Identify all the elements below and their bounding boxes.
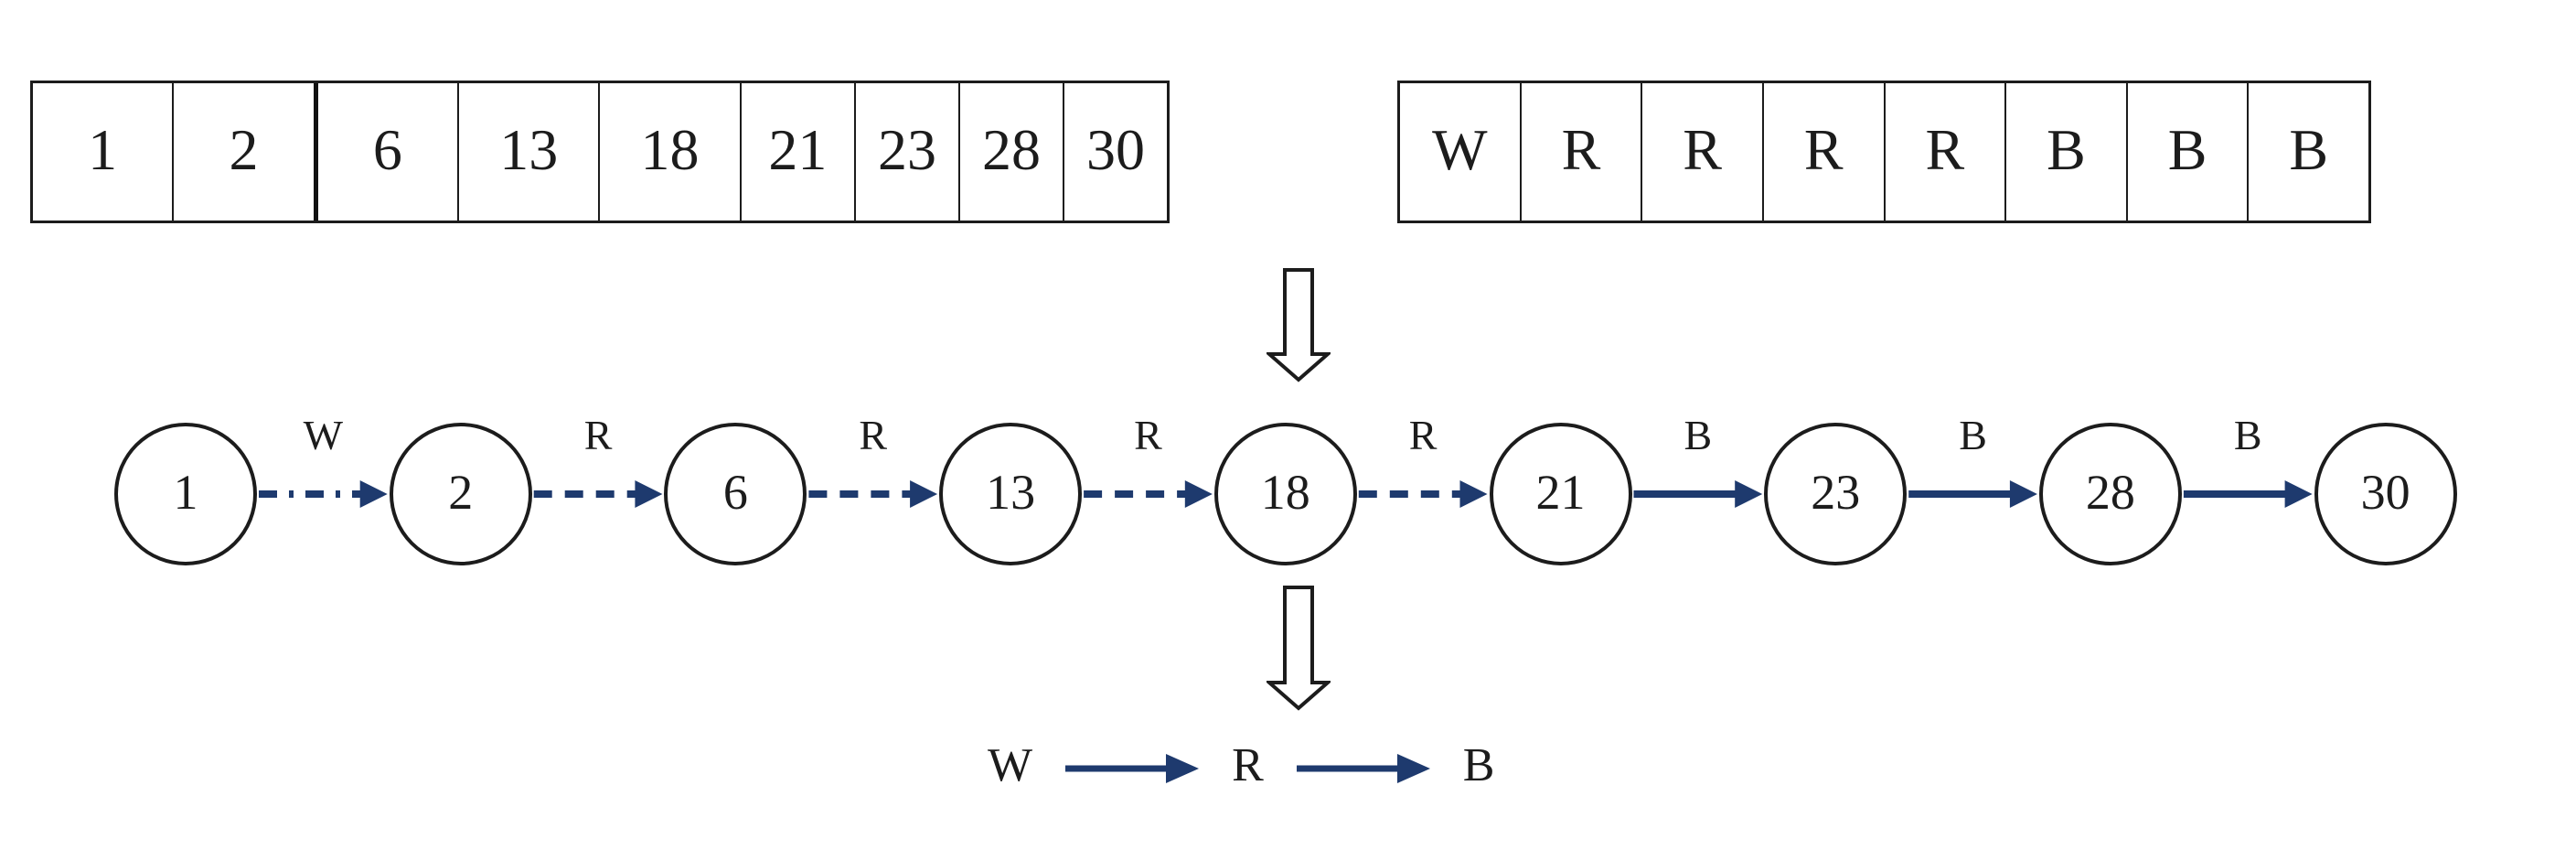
edge-arrowhead-icon bbox=[1459, 480, 1488, 508]
edge-arrowhead-icon bbox=[2284, 480, 2313, 508]
list-node-value: 1 bbox=[173, 465, 198, 520]
list-node: 2 bbox=[389, 423, 532, 565]
edge-arrowhead-icon bbox=[2009, 480, 2037, 508]
array-cell: B bbox=[2125, 83, 2248, 221]
list-node: 30 bbox=[2314, 423, 2457, 565]
list-node: 23 bbox=[1764, 423, 1908, 565]
array-cell: R bbox=[1519, 83, 1641, 221]
legend-arrow-icon bbox=[1065, 754, 1200, 783]
list-node-value: 2 bbox=[448, 465, 474, 520]
list-node-value: 21 bbox=[1535, 465, 1586, 520]
array-cell: 1 bbox=[88, 117, 118, 182]
array-cell: R bbox=[1883, 83, 2005, 221]
list-node: 18 bbox=[1213, 423, 1357, 565]
list-node-value: 18 bbox=[1260, 465, 1310, 520]
edge-arrowhead-icon bbox=[1184, 480, 1213, 508]
legend-letter: W bbox=[988, 739, 1033, 791]
edge-arrowhead-icon bbox=[910, 480, 938, 508]
array-cell: B bbox=[2004, 83, 2126, 221]
list-node: 1 bbox=[114, 423, 257, 565]
array-cell: 21 bbox=[739, 83, 854, 221]
list-node-value: 6 bbox=[722, 465, 748, 520]
array-cell: 28 bbox=[957, 83, 1063, 221]
array-cell: R bbox=[1641, 83, 1762, 221]
down-block-arrow-icon bbox=[1267, 268, 1331, 382]
legend-letter: R bbox=[1232, 739, 1264, 791]
array-cell: W bbox=[1432, 117, 1488, 182]
list-node-value: 30 bbox=[2360, 465, 2410, 520]
list-node: 28 bbox=[2038, 423, 2182, 565]
list-node: 13 bbox=[939, 423, 1083, 565]
list-node-value: 28 bbox=[2085, 465, 2135, 520]
list-node: 21 bbox=[1489, 423, 1632, 565]
array-cell: 13 bbox=[457, 83, 598, 221]
array-cell: R bbox=[1761, 83, 1884, 221]
list-node: 6 bbox=[664, 423, 807, 565]
edge-label: W bbox=[304, 412, 344, 458]
edge-label: R bbox=[859, 412, 887, 458]
edge-label: R bbox=[1409, 412, 1438, 458]
edge-label: B bbox=[1959, 412, 1987, 458]
edge-label: R bbox=[584, 412, 613, 458]
legend-arrow-icon bbox=[1296, 754, 1430, 783]
edge-arrowhead-icon bbox=[1735, 480, 1763, 508]
array-cell: 23 bbox=[853, 83, 958, 221]
edge-label: B bbox=[1684, 412, 1713, 458]
list-node-value: 23 bbox=[1811, 465, 1861, 520]
array-cell: 6 bbox=[313, 83, 457, 221]
down-block-arrow-icon bbox=[1267, 586, 1331, 711]
array-cell: 18 bbox=[598, 83, 739, 221]
array-cell: 2 bbox=[172, 83, 313, 221]
edge-label: B bbox=[2234, 412, 2262, 458]
array-cell: 30 bbox=[1062, 83, 1167, 221]
array-cell: B bbox=[2247, 83, 2368, 221]
edge-arrowhead-icon bbox=[359, 480, 388, 508]
edge-label: R bbox=[1134, 412, 1162, 458]
list-node-value: 13 bbox=[986, 465, 1036, 520]
edge-arrowhead-icon bbox=[635, 480, 663, 508]
legend-letter: B bbox=[1462, 739, 1495, 791]
